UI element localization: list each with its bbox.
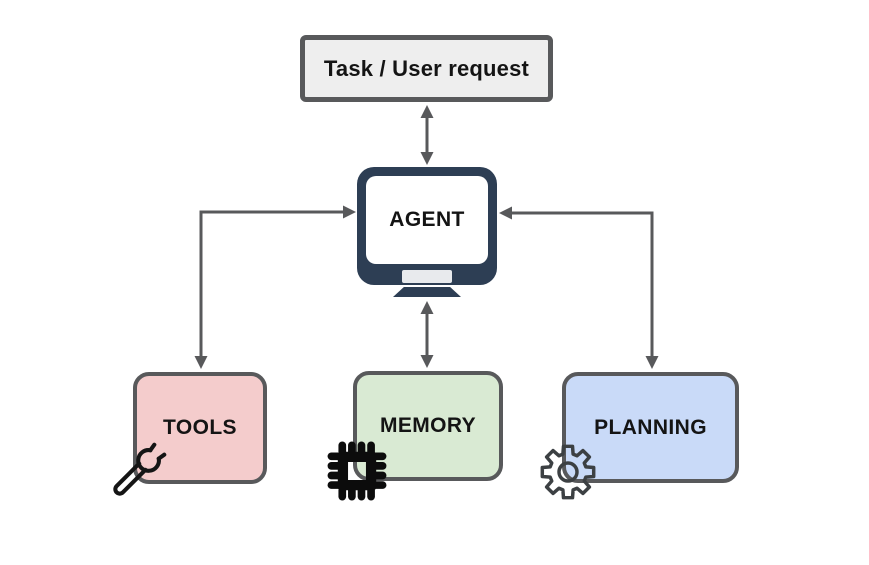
memory-label: MEMORY (379, 414, 477, 437)
chip-icon (327, 441, 387, 501)
arrow-agent-planning (499, 206, 659, 369)
node-planning: PLANNING (562, 372, 739, 483)
monitor-screen: AGENT (366, 176, 488, 264)
wrench-icon (113, 442, 167, 496)
gear-icon (540, 444, 596, 500)
task-user-request-label: Task / User request (323, 55, 530, 81)
arrow-agent-tools (194, 205, 356, 369)
arrow-agent-memory (420, 301, 434, 368)
monitor-stand (393, 287, 461, 297)
agent-node: AGENT (357, 167, 497, 297)
arrow-task-agent (420, 105, 434, 165)
monitor-bar (402, 270, 452, 283)
planning-label: PLANNING (594, 415, 707, 439)
tools-label: TOOLS (163, 416, 237, 439)
monitor-icon: AGENT (357, 167, 497, 285)
task-user-request-box: Task / User request (300, 35, 553, 102)
agent-label: AGENT (389, 208, 465, 231)
